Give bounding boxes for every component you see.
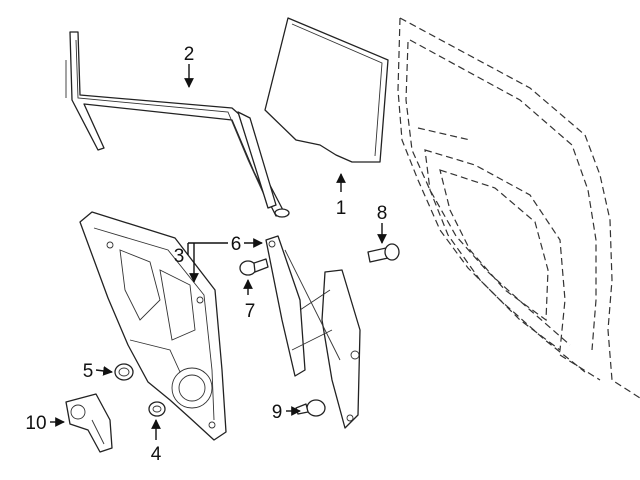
callout-9: 9 bbox=[272, 402, 283, 423]
callout-4: 4 bbox=[151, 444, 162, 465]
callout-7: 7 bbox=[245, 301, 256, 322]
callout-10: 10 bbox=[25, 413, 46, 434]
callout-2: 2 bbox=[184, 44, 195, 65]
callout-1: 1 bbox=[336, 198, 347, 219]
bolt-7 bbox=[239, 258, 269, 276]
window-motor bbox=[65, 393, 113, 453]
callout-8: 8 bbox=[377, 203, 388, 224]
callout-6: 6 bbox=[231, 234, 242, 255]
window-regulator bbox=[265, 235, 361, 429]
grommet-5 bbox=[114, 363, 134, 381]
callout-3: 3 bbox=[174, 246, 185, 267]
door-module-panel bbox=[79, 211, 227, 441]
bolt-9 bbox=[295, 399, 326, 417]
door-shell bbox=[397, 17, 640, 399]
glass-run-channel bbox=[65, 31, 290, 218]
callout-5: 5 bbox=[83, 361, 94, 382]
door-glass bbox=[264, 17, 389, 163]
bolt-8 bbox=[367, 243, 400, 263]
leader-lines bbox=[50, 64, 387, 440]
clip-4 bbox=[148, 401, 166, 417]
